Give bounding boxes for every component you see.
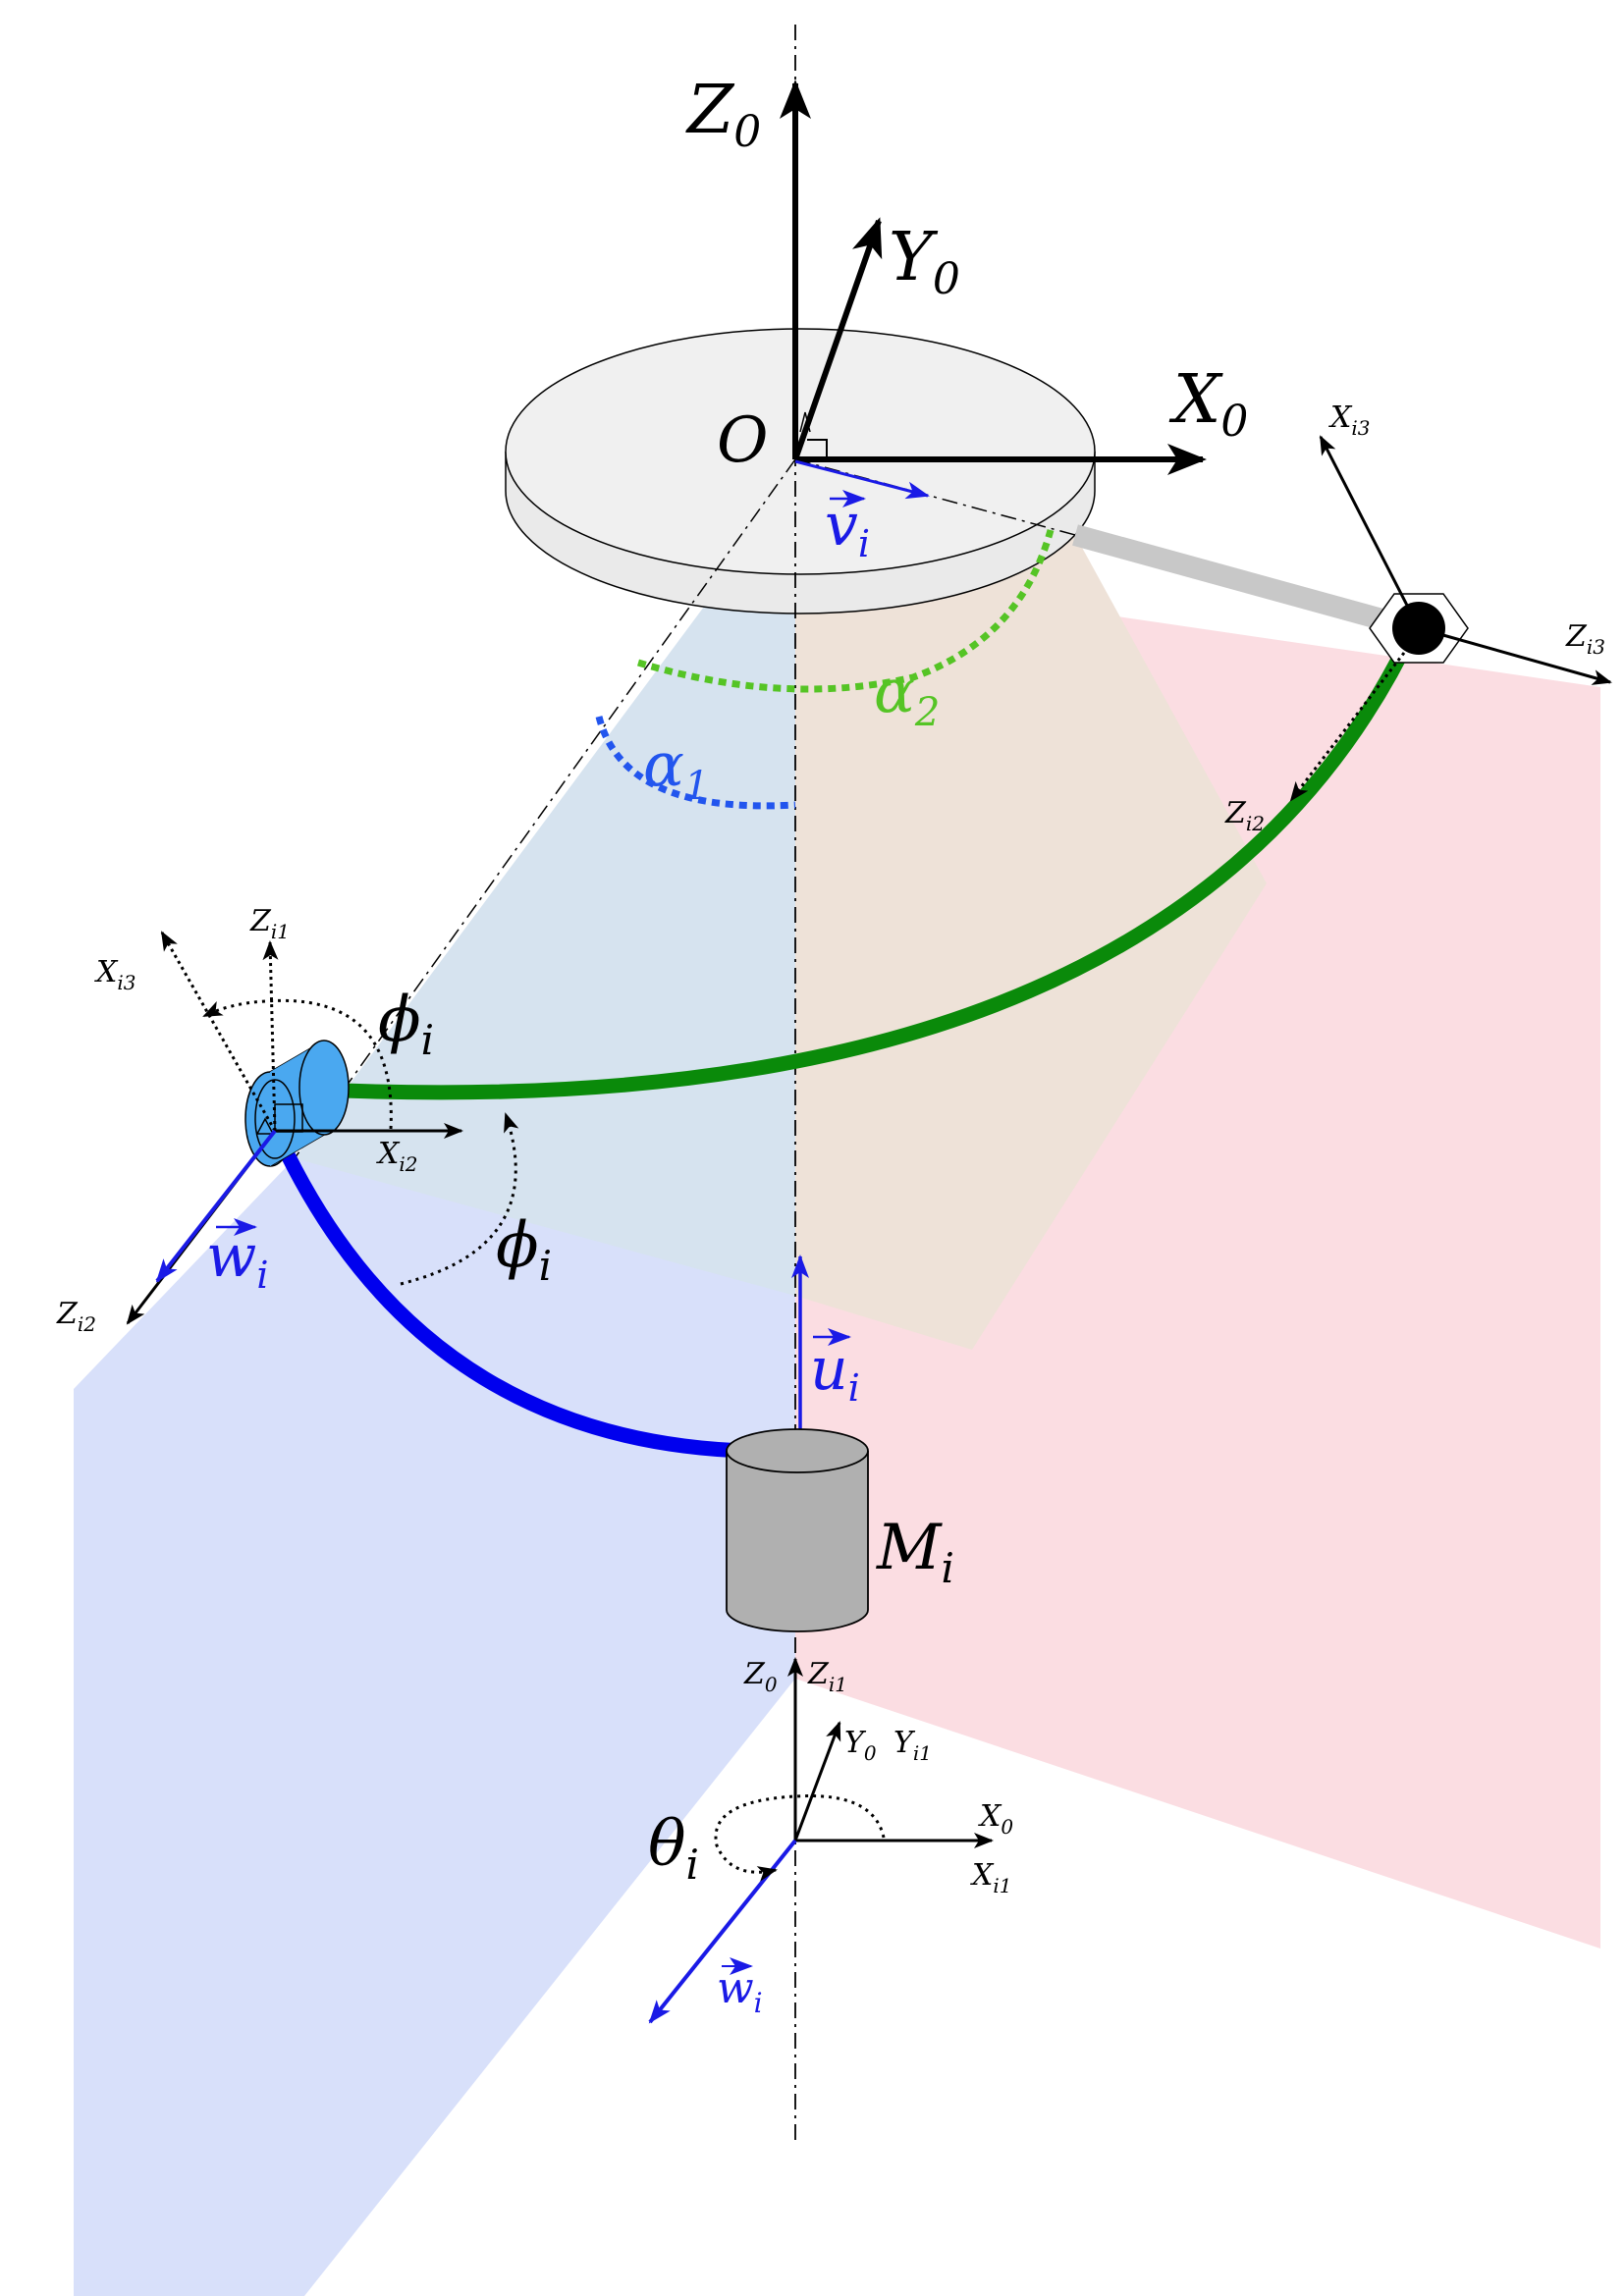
phi-arc-top [202, 998, 393, 1130]
blue-arm [273, 1135, 796, 1459]
w-label: wi [206, 1218, 269, 1297]
svg-text:wi: wi [717, 1963, 763, 2019]
xi3-label-left: Xi3 [94, 955, 135, 994]
z0-label-bottom: Z0 [743, 1657, 778, 1696]
zi1-label-left: Zi1 [249, 904, 290, 943]
construction-line-left [294, 458, 796, 1159]
u-label: ui [810, 1328, 860, 1410]
zi3-label-right: Zi3 [1565, 619, 1605, 659]
alpha2-label: α2 [874, 655, 940, 735]
zi2-label-left: Zi2 [56, 1297, 96, 1336]
motor [726, 1428, 869, 1632]
platform [505, 328, 1096, 614]
top-frame [780, 80, 1207, 475]
yi1-label-bottom: Yi1 [893, 1726, 932, 1765]
zi1-label-bottom: Zi1 [807, 1657, 847, 1696]
right-joint [1289, 435, 1612, 802]
v-vector [794, 459, 930, 500]
construction-line-right [794, 458, 1076, 536]
xi1-label-bottom: Xi1 [970, 1858, 1011, 1897]
alpha1-label: α1 [643, 728, 709, 809]
bottom-frame [648, 1657, 994, 2024]
svg-text:ui: ui [810, 1335, 860, 1410]
xi2-label-left: Xi2 [376, 1137, 417, 1176]
v-label: vi [825, 490, 870, 565]
alpha1-arc [595, 716, 796, 810]
z0-label-top: Z0 [685, 72, 761, 157]
y0-label-top: Y0 [889, 219, 960, 304]
theta-label: θi [648, 1808, 699, 1889]
alpha2-arc [636, 529, 1055, 693]
phi-label-top: ϕi [378, 984, 434, 1064]
svg-text:vi: vi [825, 491, 870, 565]
green-arm [318, 624, 1421, 1100]
tan-plane [795, 461, 1267, 1350]
phi-label-bottom: ϕi [496, 1209, 552, 1290]
x0-label-top: X0 [1168, 361, 1248, 447]
motor-label: Mi [876, 1512, 954, 1592]
origin-label: O [717, 404, 768, 477]
left-joint [126, 931, 463, 1325]
y0-label-bottom: Y0 [844, 1726, 877, 1765]
zi2-label-right: Zi2 [1224, 796, 1265, 835]
blue-plane [74, 1158, 795, 2296]
xi3-label-right: Xi3 [1328, 400, 1370, 440]
gray-link [1072, 524, 1417, 639]
w-label-bottom: wi [717, 1957, 763, 2019]
x0-label-bottom: X0 [978, 1799, 1013, 1839]
